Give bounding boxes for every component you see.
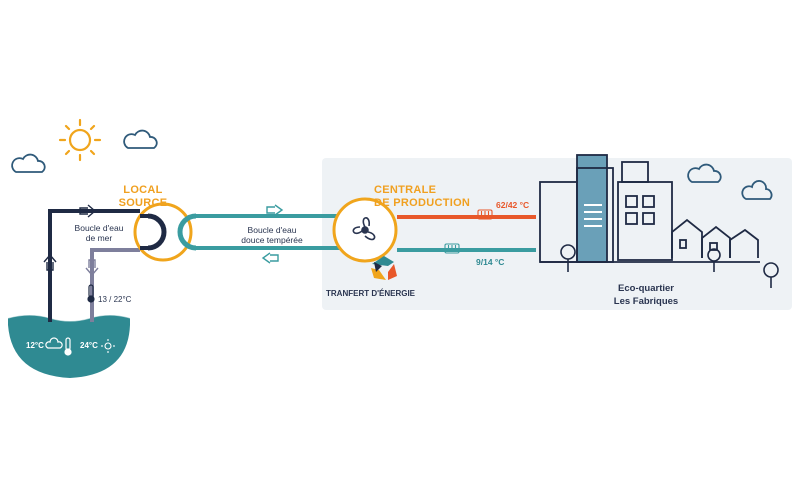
centrale-title: CENTRALE DE PRODUCTION xyxy=(374,184,471,209)
exchanger-sea-half xyxy=(147,213,167,251)
sea-winter-temp: 12°C xyxy=(26,341,44,350)
eco-quartier-label: Eco-quartier Les Fabriques xyxy=(613,283,679,307)
sea xyxy=(8,315,130,378)
sea-return-temp: 13 / 22°C xyxy=(98,295,132,304)
cloud-icon xyxy=(687,163,722,183)
exchanger-fresh-half xyxy=(177,213,197,251)
radiator-icon xyxy=(477,209,493,220)
cold-supply-temp: 9/14 °C xyxy=(476,257,505,267)
cloud-icon xyxy=(11,153,46,173)
arrow-down-icon xyxy=(85,259,99,277)
exchanger-sea-half-inner xyxy=(140,214,148,250)
local-source-ring xyxy=(133,202,193,262)
fan-icon xyxy=(352,217,376,241)
arrow-right-icon xyxy=(266,204,284,216)
transfer-arrows-icon xyxy=(371,256,397,280)
sea-summer-temp: 24°C xyxy=(80,341,98,350)
local-source-title: LOCAL SOURCE xyxy=(118,184,168,209)
thermometer-icon xyxy=(64,337,72,356)
building-tower xyxy=(576,154,608,263)
sun-icon xyxy=(58,118,102,162)
fresh-loop-label: Boucle d'eau douce tempérée xyxy=(241,225,303,245)
arrow-right-icon xyxy=(79,204,97,218)
tree-icon xyxy=(560,244,576,272)
energy-transfer-label: TRANFERT D'ÉNERGIE xyxy=(326,289,416,298)
radiator-icon xyxy=(444,243,460,254)
sea-loop-label: Boucle d'eau de mer xyxy=(74,223,124,243)
arrow-up-icon xyxy=(43,253,57,271)
hot-supply-temp: 62/42 °C xyxy=(496,200,530,210)
thermometer-icon xyxy=(87,284,95,303)
sea-loop-return-pipe xyxy=(90,248,140,322)
house-3 xyxy=(729,228,759,258)
arrow-left-icon xyxy=(261,252,279,264)
cloud-rain-icon xyxy=(45,337,63,349)
tree-icon xyxy=(763,262,779,288)
eco-quartier-buildings xyxy=(539,154,760,263)
sun-icon xyxy=(101,339,115,353)
tree-icon xyxy=(707,248,721,272)
cloud-icon xyxy=(741,180,773,200)
sea-wave xyxy=(7,314,131,322)
right-panel-background xyxy=(322,158,792,310)
cloud-icon xyxy=(123,129,158,149)
sea-loop-supply-pipe xyxy=(48,209,140,322)
